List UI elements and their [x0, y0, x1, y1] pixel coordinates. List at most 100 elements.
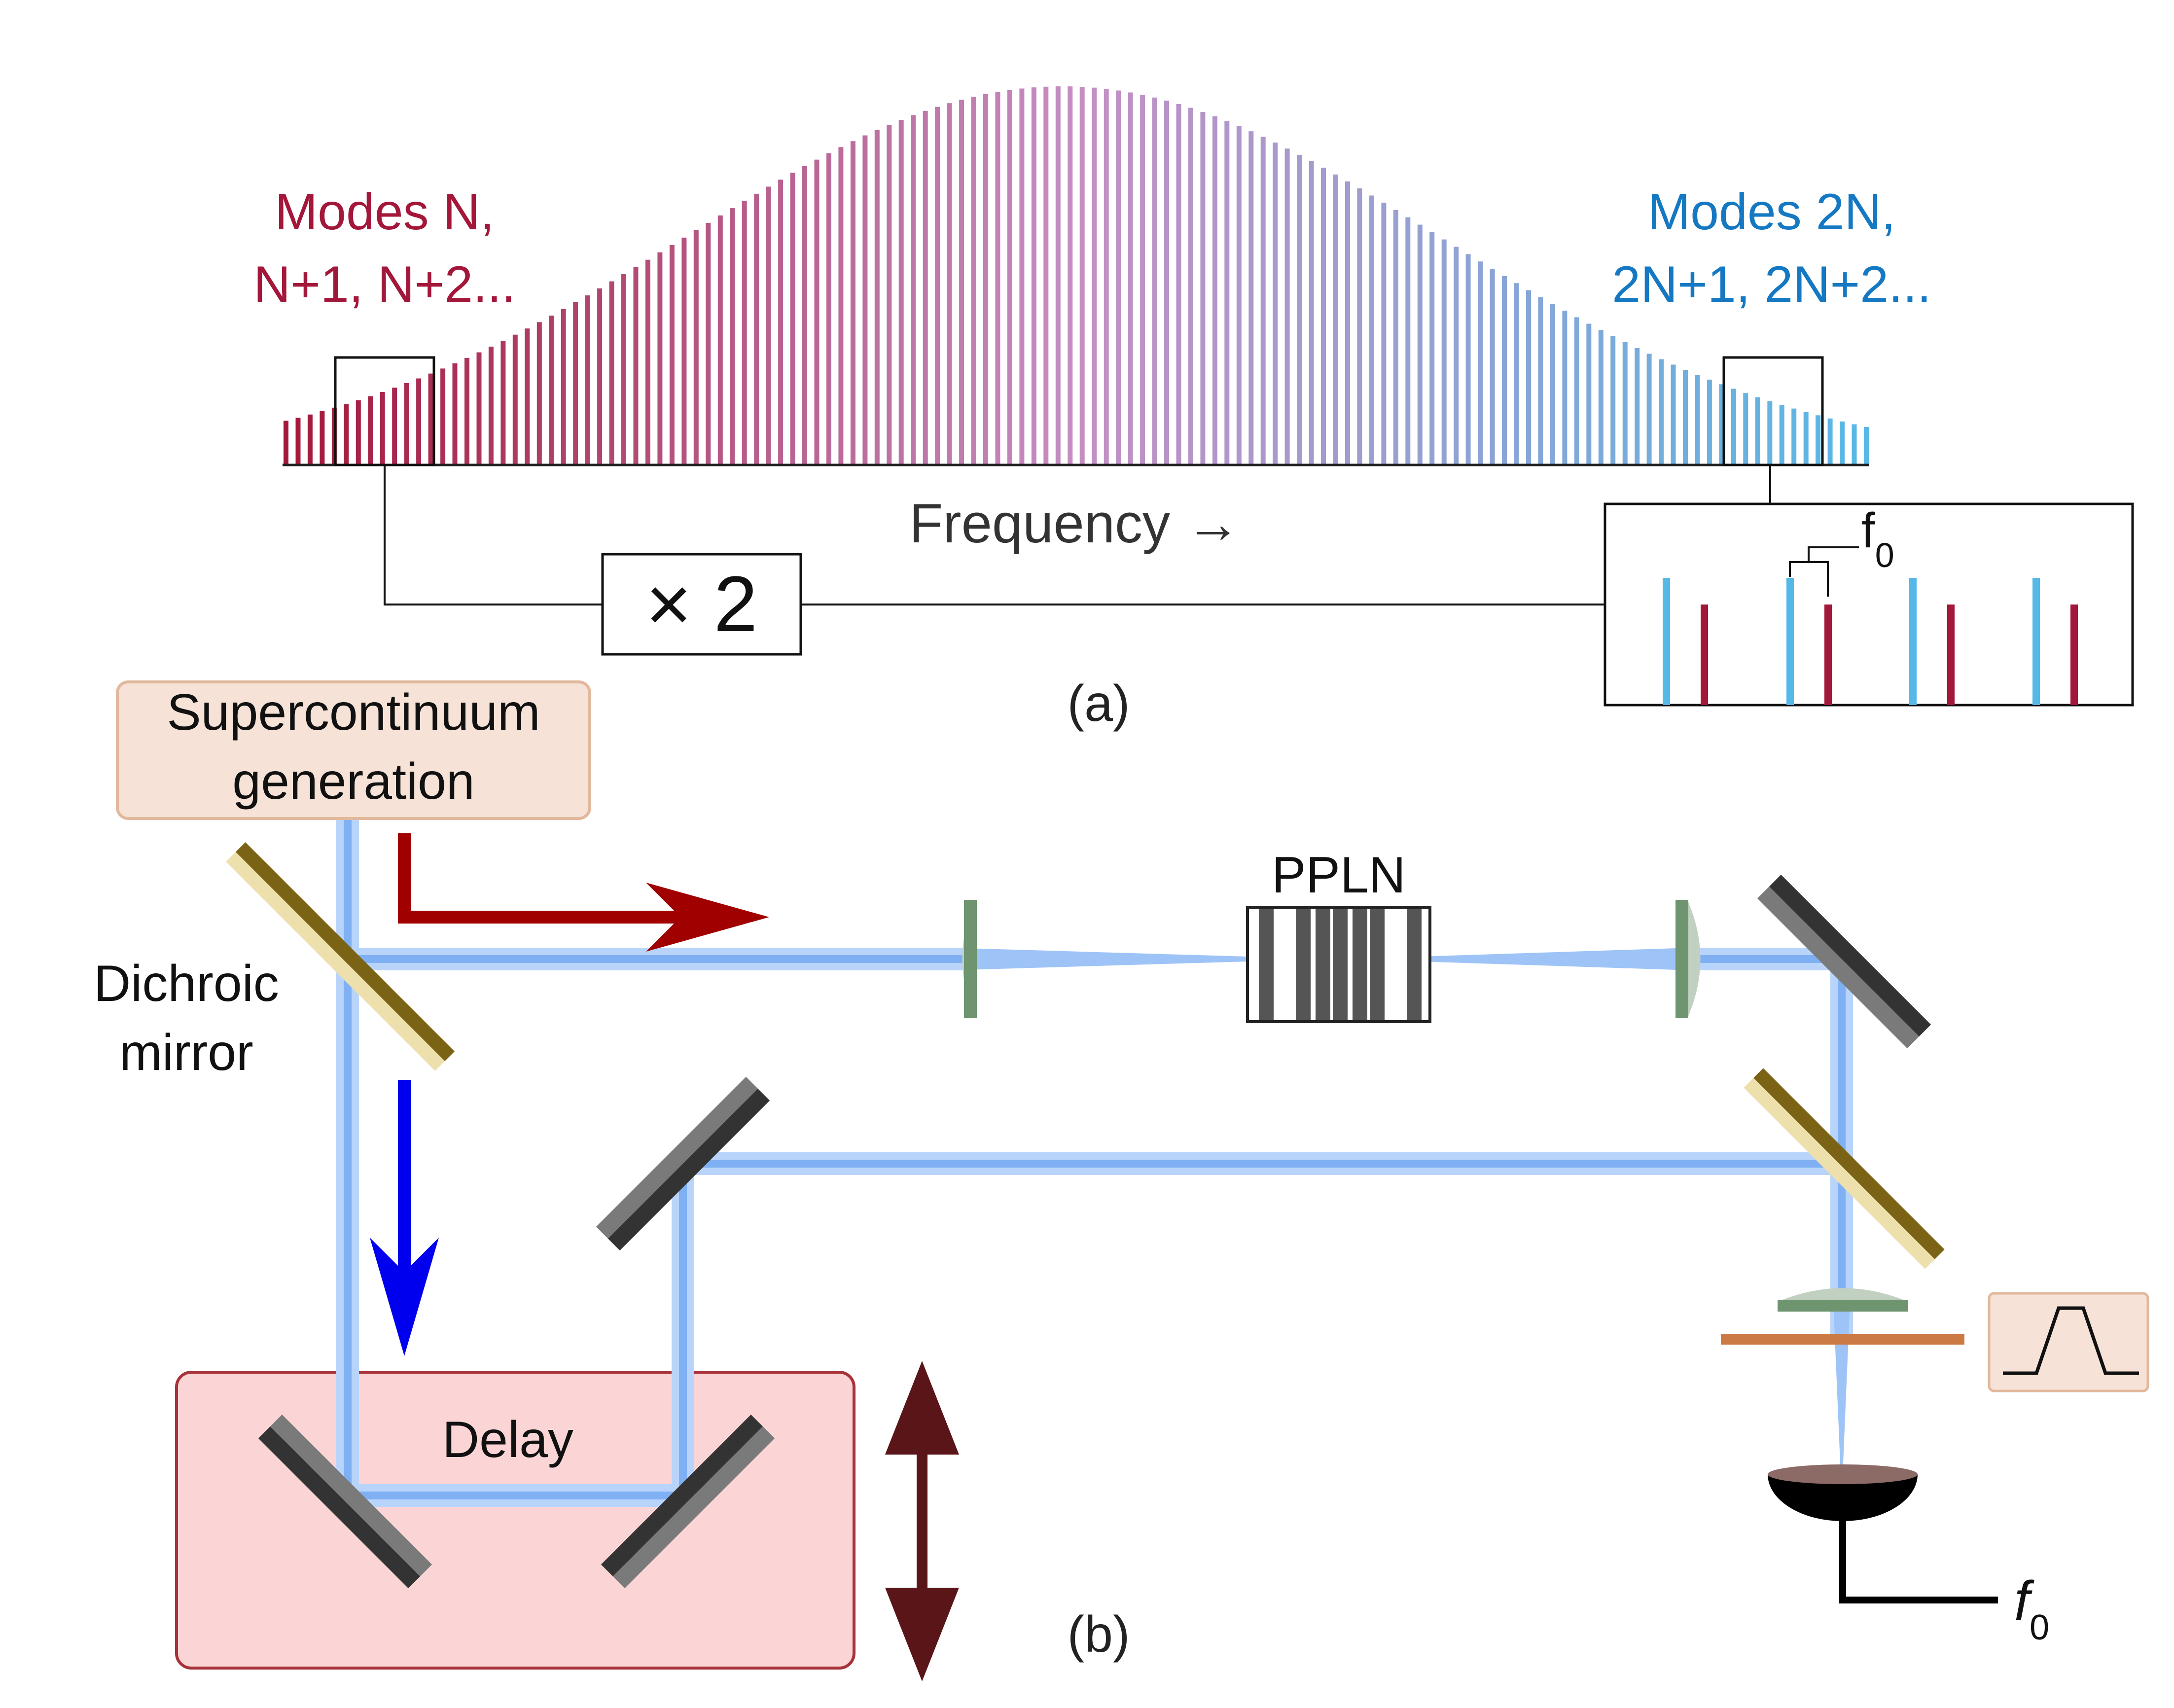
supercontinuum-generation-box: [116, 680, 591, 820]
comb-line: [1719, 384, 1724, 465]
comb-line: [1429, 232, 1435, 465]
delay-mirror-left: [258, 1414, 432, 1589]
comb-line: [1683, 370, 1688, 465]
comb-line: [766, 186, 771, 465]
comb-line: [1465, 254, 1471, 465]
comb-line: [1260, 137, 1266, 465]
comb-line: [1321, 168, 1326, 465]
comb-line: [1779, 405, 1784, 465]
comb-line: [1791, 408, 1797, 465]
comb-line: [392, 388, 397, 465]
comb-line: [1092, 87, 1097, 465]
comb-line: [1248, 131, 1254, 465]
comb-line: [1381, 203, 1387, 465]
comb-line: [995, 92, 1000, 465]
red-arrow: [398, 833, 769, 952]
blue-arrow: [370, 1080, 439, 1356]
comb-line: [693, 230, 699, 465]
comb-line: [1526, 290, 1531, 465]
comb-line: [850, 141, 855, 465]
inset-frame: [1604, 502, 2134, 707]
comb-line: [1598, 330, 1604, 465]
comb-line: [428, 373, 433, 465]
comb-line: [874, 130, 880, 465]
doubler-label: × 2: [646, 560, 758, 648]
comb-line: [1152, 97, 1157, 465]
comb-line: [512, 334, 518, 465]
comb-line: [1357, 188, 1362, 465]
comb-line: [561, 309, 566, 465]
comb-line: [585, 295, 590, 465]
comb-line: [838, 147, 844, 465]
comb-line: [320, 411, 325, 465]
comb-line: [971, 97, 976, 465]
comb-line: [887, 125, 892, 465]
comb-line: [1695, 375, 1700, 465]
comb-line: [826, 153, 831, 465]
comb-line: [706, 222, 711, 465]
panel-b: Delay Supercontinuum generation Dichro: [94, 680, 2149, 1681]
comb-line: [1176, 104, 1181, 465]
comb-line: [1562, 311, 1568, 465]
comb-line: [1055, 86, 1061, 465]
comb-line: [1031, 87, 1036, 465]
scg-label-line2: generation: [232, 753, 475, 810]
comb-line: [1116, 90, 1121, 465]
comb-line: [404, 383, 409, 465]
inset-blue-line: [2032, 578, 2040, 705]
comb-line: [1369, 195, 1374, 465]
comb-line: [307, 414, 313, 465]
comb-line: [1731, 389, 1736, 465]
comb-line: [1707, 379, 1712, 465]
comb-line: [1309, 161, 1314, 465]
comb-line: [1671, 364, 1676, 465]
lens-detector: [1778, 1288, 1908, 1312]
comb-line: [284, 421, 288, 465]
mirror-middle-left: [596, 1076, 770, 1251]
lens-left: [962, 900, 977, 1018]
comb-line: [790, 173, 795, 465]
comb-line: [1852, 424, 1857, 465]
comb-line: [814, 159, 820, 465]
comb-line: [525, 328, 530, 465]
photodetector: [1768, 1464, 1998, 1603]
comb-line: [898, 120, 904, 465]
comb-line: [536, 322, 542, 465]
frequency-comb: [284, 86, 1869, 465]
comb-line: [609, 281, 614, 465]
comb-line: [500, 341, 506, 465]
comb-line: [344, 404, 349, 465]
comb-line: [1333, 174, 1338, 465]
comb-line: [645, 259, 650, 465]
comb-line: [621, 274, 626, 465]
comb-line: [681, 237, 687, 465]
mirror-top-right: [1757, 874, 1931, 1049]
frequency-axis-label: Frequency →: [909, 493, 1241, 554]
comb-line: [1284, 148, 1290, 465]
comb-line: [1007, 90, 1012, 465]
comb-line: [1816, 415, 1821, 465]
comb-line: [1502, 276, 1507, 465]
comb-line: [1188, 107, 1193, 465]
dichroic-label-line1: Dichroic: [94, 955, 279, 1012]
ppln-label: PPLN: [1272, 847, 1406, 904]
comb-line: [1043, 86, 1049, 465]
bandpass-filter: [1721, 1334, 1964, 1345]
comb-line: [1441, 239, 1447, 465]
comb-line: [1659, 359, 1664, 465]
comb-line: [1164, 101, 1169, 465]
comb-line: [549, 316, 554, 465]
inset-red-line: [1824, 605, 1832, 705]
comb-line: [1224, 121, 1230, 465]
comb-line: [464, 357, 469, 465]
comb-line: [1345, 181, 1350, 465]
comb-line: [1550, 304, 1555, 465]
comb-line: [1490, 269, 1495, 465]
f0-bracket: [1789, 546, 1859, 597]
left-modes-label-line1: Modes N,: [275, 183, 494, 241]
comb-line: [1393, 210, 1398, 465]
comb-line: [416, 378, 422, 465]
inset-blue-line: [1786, 578, 1794, 705]
comb-line: [1840, 421, 1845, 465]
comb-line: [935, 107, 940, 465]
